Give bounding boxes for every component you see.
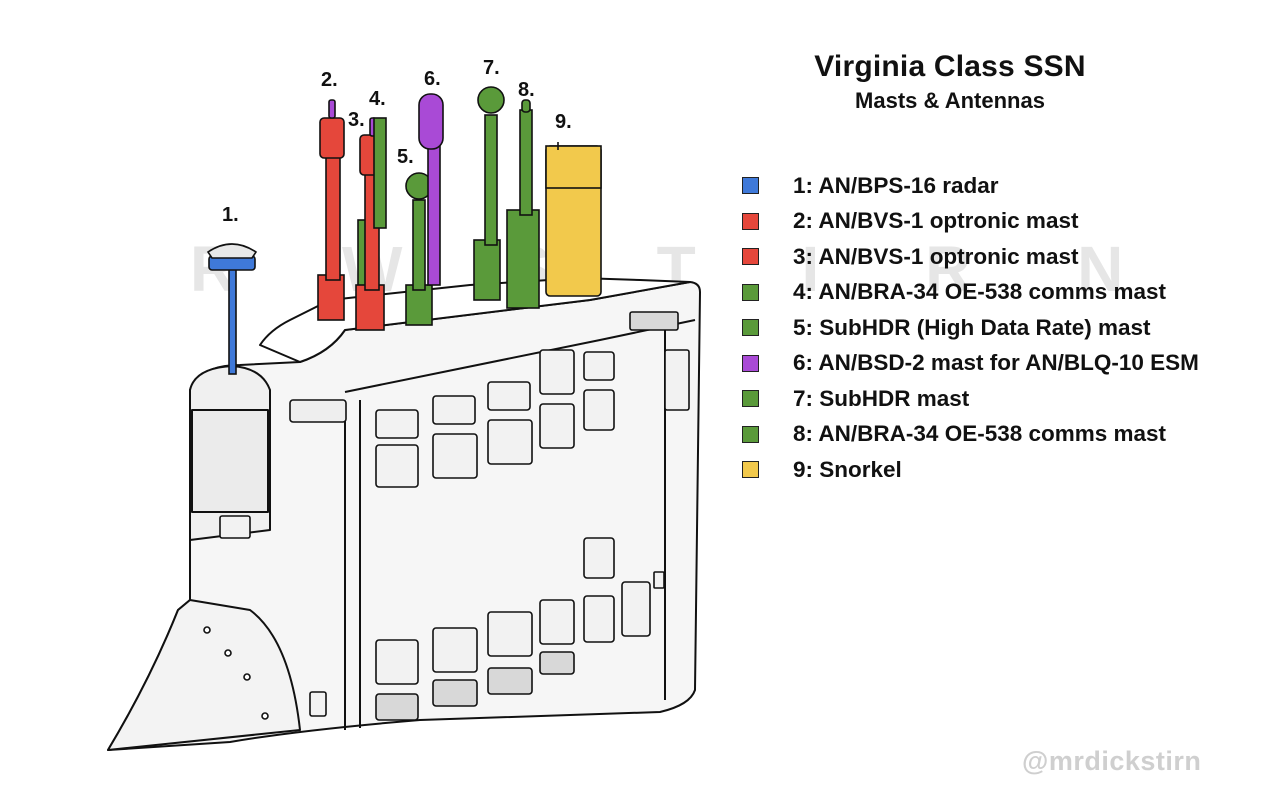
mast-2-optronic (317, 99, 345, 321)
diagram-title: Virginia Class SSN (814, 50, 1086, 83)
legend-swatch (742, 177, 759, 195)
legend-label: 3: AN/BVS-1 optronic mast (793, 243, 1079, 269)
mast-4-comms (373, 117, 387, 229)
legend-item: 3: AN/BVS-1 optronic mast (742, 239, 1199, 275)
mast-6-esm (418, 93, 444, 286)
legend-label: 2: AN/BVS-1 optronic mast (793, 208, 1079, 234)
callout-9: 9. (555, 111, 572, 133)
legend-label: 6: AN/BSD-2 mast for AN/BLQ-10 ESM (793, 350, 1199, 376)
legend: 1: AN/BPS-16 radar 2: AN/BVS-1 optronic … (742, 168, 1199, 488)
legend-swatch (742, 248, 759, 266)
legend-swatch (742, 319, 759, 337)
callout-8: 8. (518, 79, 535, 101)
legend-item: 1: AN/BPS-16 radar (742, 168, 1199, 204)
mast-9-snorkel (545, 142, 602, 297)
legend-item: 2: AN/BVS-1 optronic mast (742, 204, 1199, 240)
legend-item: 9: Snorkel (742, 452, 1199, 488)
legend-swatch (742, 425, 759, 443)
legend-item: 8: AN/BRA-34 OE-538 comms mast (742, 417, 1199, 453)
legend-item: 5: SubHDR (High Data Rate) mast (742, 310, 1199, 346)
diagram-subtitle: Masts & Antennas (855, 88, 1045, 113)
legend-label: 9: Snorkel (793, 456, 902, 482)
callout-labels: 1. 2. 3. 4. 5. 6. 7. 8. 9. (222, 57, 572, 226)
mast-7-subhdr (473, 86, 505, 301)
legend-label: 4: AN/BRA-34 OE-538 comms mast (793, 279, 1167, 305)
legend-label: 1: AN/BPS-16 radar (793, 172, 999, 198)
legend-label: 8: AN/BRA-34 OE-538 comms mast (793, 421, 1167, 447)
callout-3: 3. (348, 109, 365, 131)
callout-1: 1. (222, 204, 239, 226)
callout-7: 7. (483, 57, 500, 79)
legend-swatch (742, 390, 759, 408)
mast-1-radar (206, 243, 258, 375)
callout-4: 4. (369, 88, 386, 110)
author-watermark: @mrdickstirn (1022, 746, 1202, 776)
legend-item: 6: AN/BSD-2 mast for AN/BLQ-10 ESM (742, 346, 1199, 382)
legend-swatch (742, 461, 759, 479)
legend-swatch (742, 212, 759, 230)
legend-swatch (742, 354, 759, 372)
legend-item: 4: AN/BRA-34 OE-538 comms mast (742, 275, 1199, 311)
legend-item: 7: SubHDR mast (742, 381, 1199, 417)
hull-hatches (203, 311, 690, 721)
legend-label: 7: SubHDR mast (793, 385, 970, 411)
callout-5: 5. (397, 146, 414, 168)
callout-6: 6. (424, 68, 441, 90)
legend-swatch (742, 283, 759, 301)
callout-2: 2. (321, 69, 338, 91)
legend-label: 5: SubHDR (High Data Rate) mast (793, 314, 1151, 340)
diagram-title-block: Virginia Class SSN Masts & Antennas (790, 50, 1110, 114)
mast-8-comms (506, 99, 540, 309)
